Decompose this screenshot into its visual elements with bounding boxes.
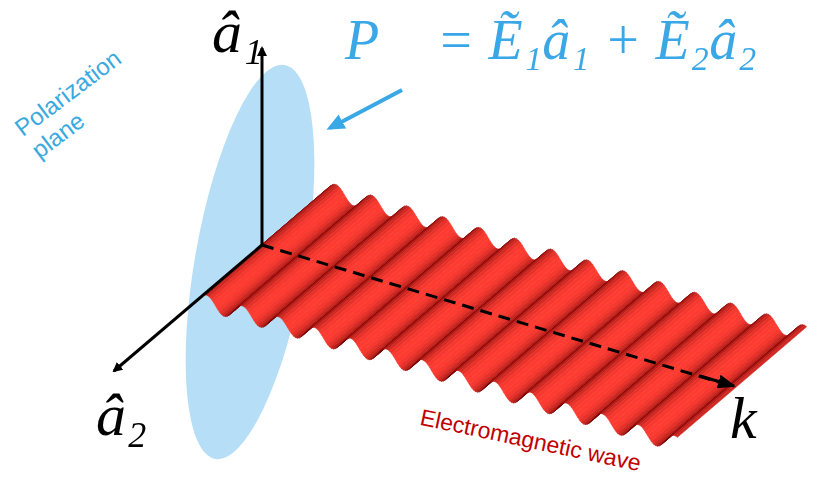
axis-a1 [261,48,264,245]
plane-label: Polarization plane [9,36,154,164]
axis-label: â₁ [212,2,263,62]
axis-k-head [700,376,734,386]
axis-k-dashed [262,245,732,386]
equation-label: P⃗ = Ẽ₁â₁ + Ẽ₂â₂ [345,12,757,68]
axis-label: k⃗ [730,388,803,448]
wave-sheet [197,184,806,446]
callout-arrow [330,90,402,128]
axis-label: â₂ [96,385,147,445]
axis-a2 [114,245,262,371]
